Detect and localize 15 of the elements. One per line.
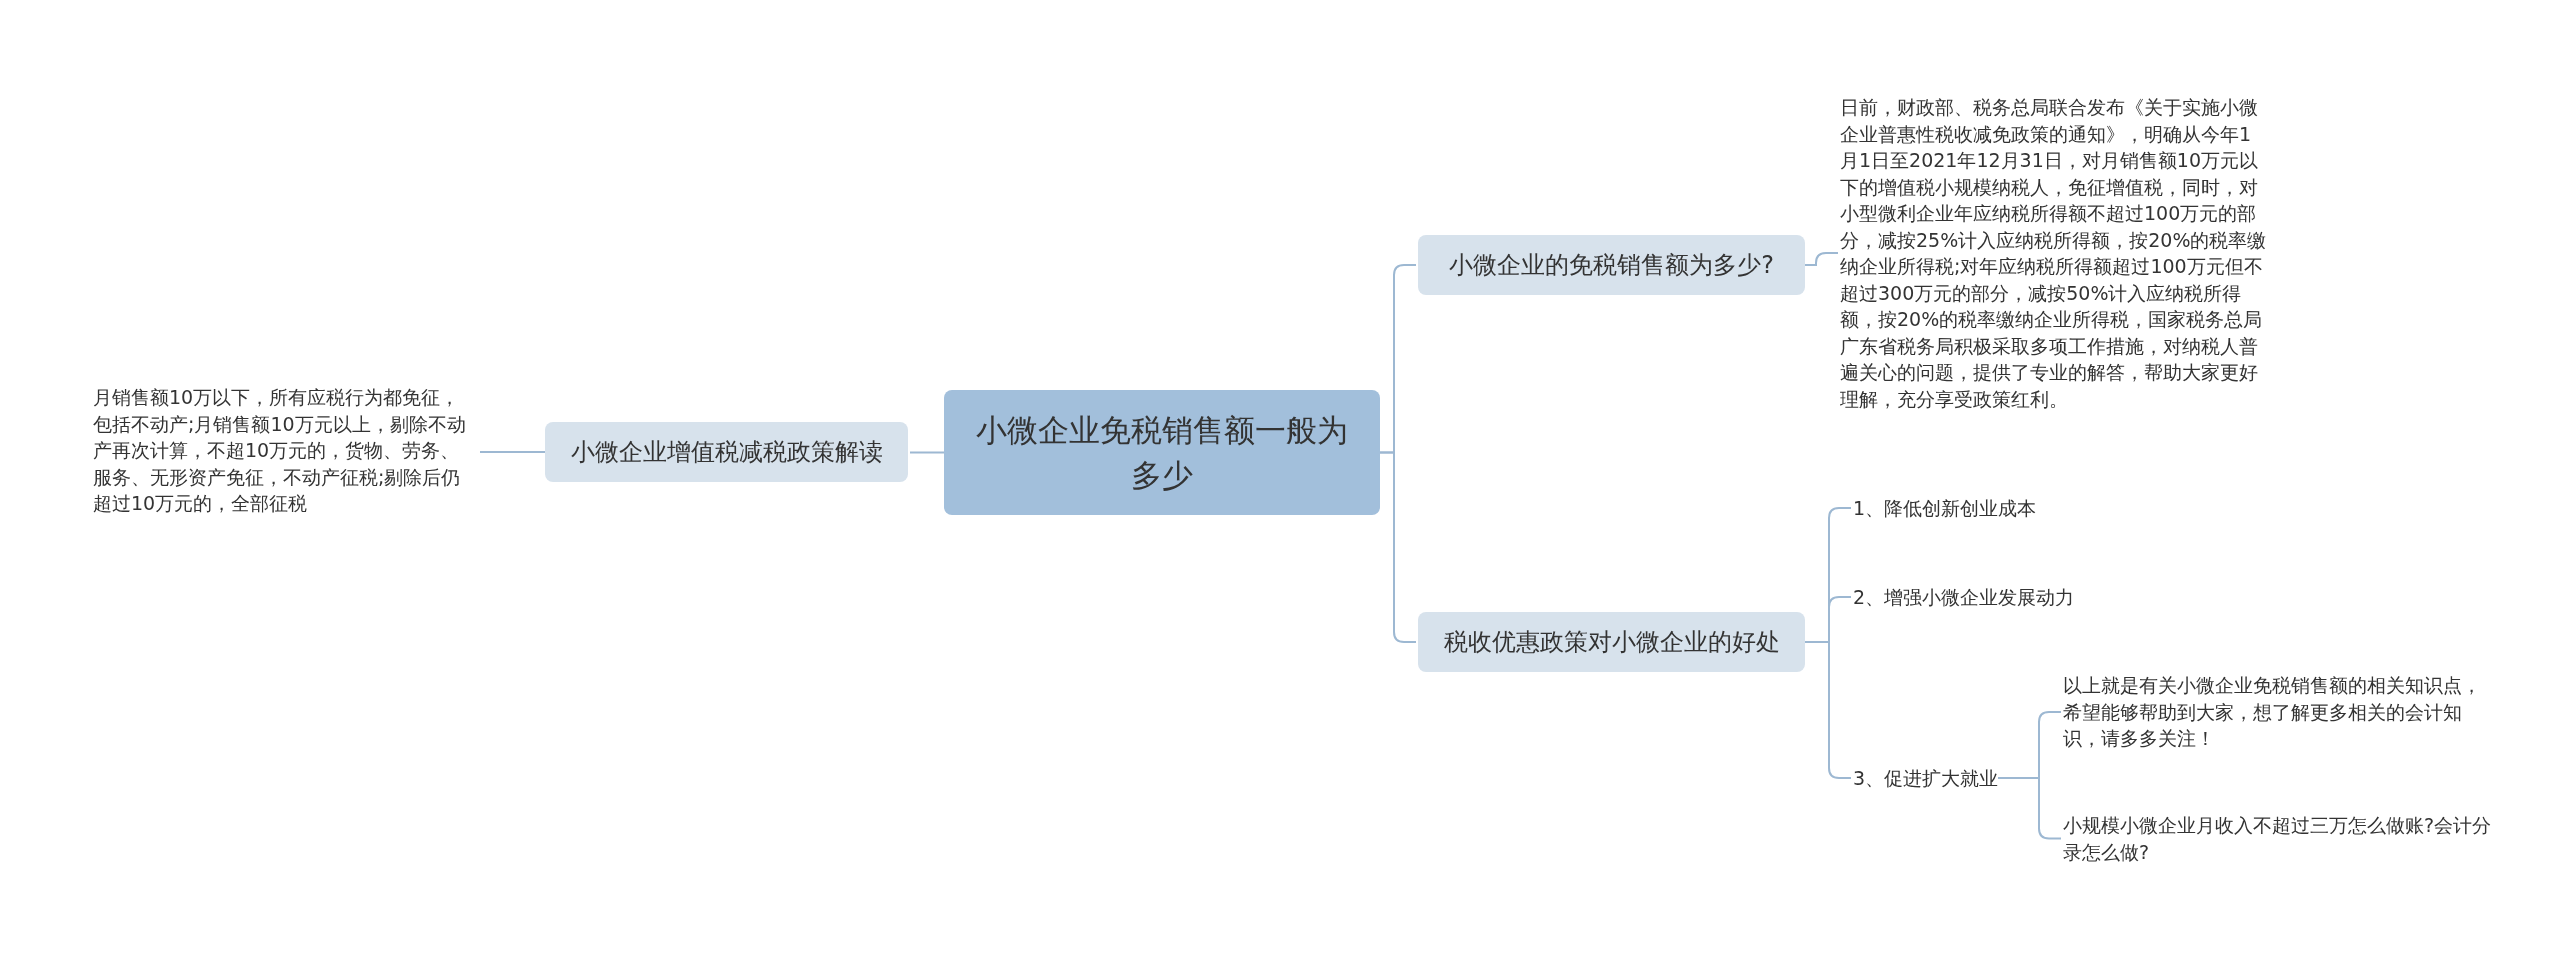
topic-box: 小微企业免税销售额一般为多少 [944, 390, 1380, 515]
note-text: 以上就是有关小微企业免税销售额的相关知识点，希望能够帮助到大家，想了解更多相关的会计知识，请多多关注！ [2063, 672, 2493, 752]
list-item: 2、增强小微企业发展动力 [1853, 584, 2075, 610]
note-text: 日前，财政部、税务总局联合发布《关于实施小微企业普惠性税收减免政策的通知》，明确从今年1月1日至2021年12月31日，对月销售额10万元以下的增值税小规模纳税人，免征增值税，同时，对小型微利企业年应纳税所得额不超过100万元的部分，减按25%计入应纳税所得额，按20%的税率缴纳企业所得税;对年应纳税所得额超过100万元但不超过300万元的部分，减按50%计入应纳税所得额，按20%的税率缴纳企业所得税，国家税务总局广东省税务局积极采取多项工作措施，对纳税人普遍关心的问题，提供了专业的解答，帮助大家更好理解，充分享受政策红利。 [1840, 94, 2270, 412]
connector-line [1804, 252, 1839, 266]
connector-line [1379, 451, 1417, 643]
list-item: 1、降低创新创业成本 [1853, 495, 2037, 521]
topic-box: 小微企业增值税减税政策解读 [545, 422, 908, 482]
connector-line [479, 451, 546, 453]
topic-box: 税收优惠政策对小微企业的好处 [1418, 612, 1805, 672]
note-text: 月销售额10万以下，所有应税行为都免征，包括不动产;月销售额10万元以上，剔除不动产再次计算，不超10万元的，货物、劳务、服务、无形资产免征，不动产征税;剔除后仍超过10万元的，全部征税 [93, 384, 478, 517]
connector-line [909, 451, 945, 454]
topic-box: 小微企业的免税销售额为多少? [1418, 235, 1805, 295]
note-text: 小规模小微企业月收入不超过三万怎么做账?会计分录怎么做? [2063, 812, 2493, 865]
list-item: 3、促进扩大就业 [1853, 765, 1999, 791]
